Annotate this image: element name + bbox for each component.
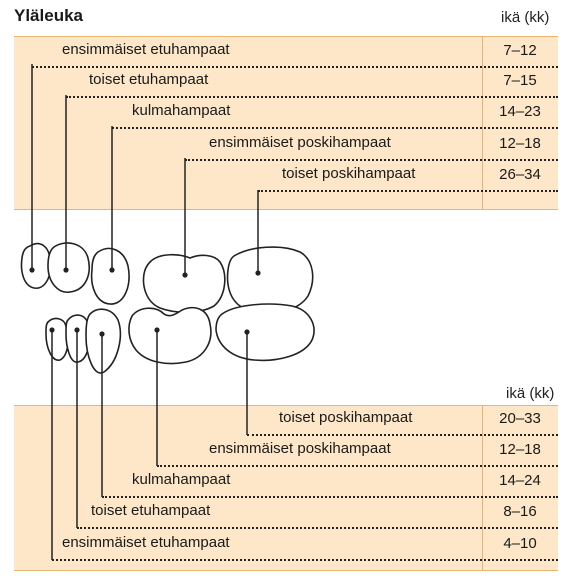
upper-panel: ensimmäiset etuhampaat 7–12 toiset etuha…	[14, 36, 558, 210]
lower-row-label: toiset poskihampaat	[279, 409, 412, 426]
upper-row-age: 14–23	[489, 103, 551, 120]
upper-marker-dot	[255, 270, 260, 275]
lower-row-toiset-poskihampaat: toiset poskihampaat 20–33	[14, 407, 558, 437]
upper-marker-dot	[29, 267, 34, 272]
lower-row-age: 14–24	[489, 472, 551, 489]
lower-marker-dot	[244, 329, 249, 334]
lower-row-leader-line	[77, 527, 558, 529]
upper-row-ensimmaiset-poskihampaat: ensimmäiset poskihampaat 12–18	[14, 132, 558, 162]
upper-row-kulmahampaat: kulmahampaat 14–23	[14, 100, 558, 130]
lower-row-leader-line	[247, 434, 558, 436]
lower-first-molar-tooth	[129, 308, 211, 364]
lower-marker-dot	[74, 327, 79, 332]
lower-row-age: 20–33	[489, 410, 551, 427]
upper-row-age: 26–34	[489, 166, 551, 183]
upper-canine-tooth	[92, 248, 129, 304]
lower-central-incisor-tooth	[46, 319, 68, 361]
upper-row-label: kulmahampaat	[132, 102, 230, 119]
lower-panel: toiset poskihampaat 20–33 ensimmäiset po…	[14, 405, 558, 571]
lower-row-label: toiset etuhampaat	[91, 502, 210, 519]
upper-row-toiset-poskihampaat: toiset poskihampaat 26–34	[14, 163, 558, 193]
upper-row-age: 7–15	[489, 72, 551, 89]
lower-row-age: 8–16	[489, 503, 551, 520]
upper-central-incisor-tooth	[22, 244, 51, 289]
upper-row-leader-line	[32, 66, 558, 68]
upper-row-ensimmaiset-etuhampaat: ensimmäiset etuhampaat 7–12	[14, 39, 558, 69]
lower-row-age: 4–10	[489, 535, 551, 552]
lower-canine-tooth	[86, 309, 120, 373]
upper-first-molar-tooth	[144, 255, 225, 313]
upper-marker-dot	[109, 267, 114, 272]
upper-row-label: toiset poskihampaat	[282, 165, 415, 182]
lower-row-label: kulmahampaat	[132, 471, 230, 488]
lower-row-ensimmaiset-poskihampaat: ensimmäiset poskihampaat 12–18	[14, 438, 558, 468]
lower-lateral-incisor-tooth	[66, 315, 90, 362]
upper-age-header: ikä (kk)	[501, 9, 549, 26]
upper-marker-dot	[63, 267, 68, 272]
lower-row-ensimmaiset-etuhampaat: ensimmäiset etuhampaat 4–10	[14, 532, 558, 562]
upper-row-label: ensimmäiset poskihampaat	[209, 134, 391, 151]
upper-row-label: toiset etuhampaat	[89, 71, 208, 88]
lower-row-leader-line	[52, 559, 558, 561]
lower-row-label: ensimmäiset poskihampaat	[209, 440, 391, 457]
upper-row-leader-line	[112, 127, 558, 129]
upper-marker-dot	[182, 272, 187, 277]
upper-row-leader-line	[258, 190, 558, 192]
lower-marker-dot	[154, 327, 159, 332]
upper-second-molar-tooth	[228, 247, 313, 313]
lower-age-header: ikä (kk)	[506, 385, 554, 402]
lower-row-kulmahampaat: kulmahampaat 14–24	[14, 469, 558, 499]
lower-row-leader-line	[102, 496, 558, 498]
upper-row-leader-line	[66, 96, 558, 98]
diagram-title: Yläleuka	[14, 6, 83, 26]
upper-row-label: ensimmäiset etuhampaat	[62, 41, 230, 58]
upper-row-leader-line	[185, 159, 558, 161]
lower-row-label: ensimmäiset etuhampaat	[62, 534, 230, 551]
lower-second-molar-tooth	[216, 304, 314, 360]
lower-row-leader-line	[157, 465, 558, 467]
lower-marker-dot	[99, 331, 104, 336]
lower-marker-dot	[49, 327, 54, 332]
lower-row-age: 12–18	[489, 441, 551, 458]
upper-lateral-incisor-tooth	[48, 243, 89, 292]
upper-row-age: 12–18	[489, 135, 551, 152]
upper-row-age: 7–12	[489, 42, 551, 59]
upper-row-toiset-etuhampaat: toiset etuhampaat 7–15	[14, 69, 558, 99]
lower-row-toiset-etuhampaat: toiset etuhampaat 8–16	[14, 500, 558, 530]
